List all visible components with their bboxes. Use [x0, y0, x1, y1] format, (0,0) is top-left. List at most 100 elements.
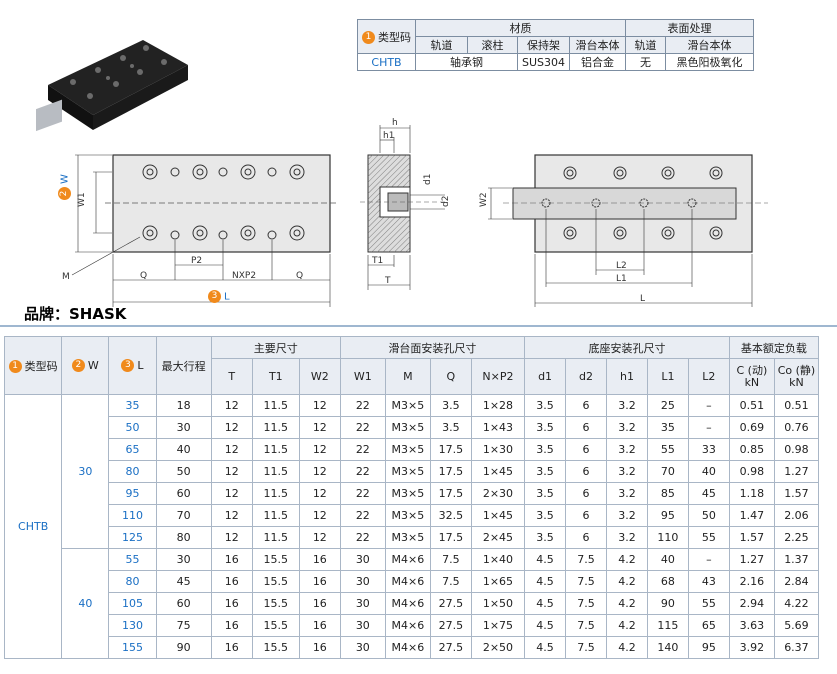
table-cell: 1.27	[728, 548, 775, 571]
table-cell: 15.5	[251, 614, 300, 637]
table-cell: 3.2	[605, 482, 648, 505]
table-cell: 30	[155, 416, 212, 439]
col-h1: h1	[605, 358, 648, 395]
table-cell: 3.5	[524, 460, 567, 483]
table-cell: –	[687, 416, 730, 439]
table-cell: 60	[155, 482, 212, 505]
table-cell: 6	[565, 416, 607, 439]
w-cell: 40	[61, 548, 110, 659]
table-cell: 80	[108, 570, 157, 593]
table-cell: 4.2	[605, 570, 648, 593]
table-cell: 1×28	[470, 394, 526, 417]
table-cell: 12	[210, 482, 253, 505]
table-cell: 70	[155, 504, 212, 527]
table-cell: 12	[298, 504, 341, 527]
table-cell: 7.5	[565, 570, 607, 593]
side-view-drawing: h h1 T1 T d1 d2	[360, 118, 450, 290]
table-cell: 3.2	[605, 504, 648, 527]
col-q: Q	[429, 358, 472, 395]
table-cell: M3×5	[384, 526, 431, 549]
table-cell: 16	[210, 570, 253, 593]
table-cell: 11.5	[251, 438, 300, 461]
table-cell: 22	[339, 438, 386, 461]
table-cell: 65	[687, 614, 730, 637]
table-cell: 90	[155, 636, 212, 659]
table-cell: 15.5	[251, 570, 300, 593]
table-cell: 125	[108, 526, 157, 549]
table-cell: 40	[155, 438, 212, 461]
table-cell: 17.5	[429, 438, 472, 461]
main-dim-header: 主要尺寸	[210, 336, 341, 359]
table-cell: 11.5	[251, 482, 300, 505]
table-cell: 4.22	[773, 592, 820, 615]
w1-dim-label: W1	[77, 192, 87, 207]
table-cell: 30	[339, 570, 386, 593]
table-cell: M4×6	[384, 548, 431, 571]
table-cell: 7.5	[565, 592, 607, 615]
table-cell: 17.5	[429, 526, 472, 549]
table-cell: 6	[565, 526, 607, 549]
table-cell: 30	[339, 548, 386, 571]
table-cell: 55	[687, 526, 730, 549]
table-cell: 110	[646, 526, 689, 549]
table-cell: 11.5	[251, 394, 300, 417]
number-2-icon: 2	[58, 187, 71, 200]
table-cell: 27.5	[429, 592, 472, 615]
mat-cage-value: SUS304	[516, 53, 571, 71]
table-cell: 1×65	[470, 570, 526, 593]
w-cell: 30	[61, 394, 110, 549]
table-cell: 1×75	[470, 614, 526, 637]
table-cell: 55	[108, 548, 157, 571]
table-cell: 3.5	[524, 482, 567, 505]
table-cell: 140	[646, 636, 689, 659]
mat-type-value: CHTB	[357, 53, 416, 71]
table-cell: 16	[210, 614, 253, 637]
mat-body-value: 铝合金	[569, 53, 627, 71]
table-cell: 1.27	[773, 460, 820, 483]
table-cell: 1.47	[728, 504, 775, 527]
table-cell: 27.5	[429, 636, 472, 659]
table-cell: 45	[155, 570, 212, 593]
table-cell: 7.5	[429, 570, 472, 593]
table-cell: 4.5	[524, 592, 567, 615]
table-cell: M3×5	[384, 438, 431, 461]
d1-dim-label: d1	[423, 174, 433, 185]
number-1-icon: 1	[362, 31, 375, 44]
table-cell: 3.63	[728, 614, 775, 637]
table-cell: 4.2	[605, 548, 648, 571]
table-cell: 33	[687, 438, 730, 461]
table-cell: 55	[687, 592, 730, 615]
col-c-dynamic: C (动) kN	[728, 358, 775, 395]
table-cell: 12	[210, 416, 253, 439]
table-cell: 30	[339, 636, 386, 659]
base-holes-header: 底座安装孔尺寸	[524, 336, 730, 359]
table-cell: 115	[646, 614, 689, 637]
table-cell: 7.5	[565, 636, 607, 659]
table-cell: 4.2	[605, 636, 648, 659]
table-cell: 15.5	[251, 592, 300, 615]
table-cell: 45	[687, 482, 730, 505]
table-cell: 30	[155, 548, 212, 571]
col-l2: L2	[687, 358, 730, 395]
table-cell: 1.18	[728, 482, 775, 505]
w-marker: 2W	[58, 174, 71, 200]
m-dim-label: M	[62, 272, 70, 282]
table-cell: 2.06	[773, 504, 820, 527]
table-cell: 16	[298, 592, 341, 615]
table-cell: 85	[646, 482, 689, 505]
table-cell: 22	[339, 526, 386, 549]
table-cell: 17.5	[429, 460, 472, 483]
table-cell: 1×40	[470, 548, 526, 571]
table-cell: 12	[298, 482, 341, 505]
table-cell: 50	[108, 416, 157, 439]
table-cell: 0.98	[773, 438, 820, 461]
